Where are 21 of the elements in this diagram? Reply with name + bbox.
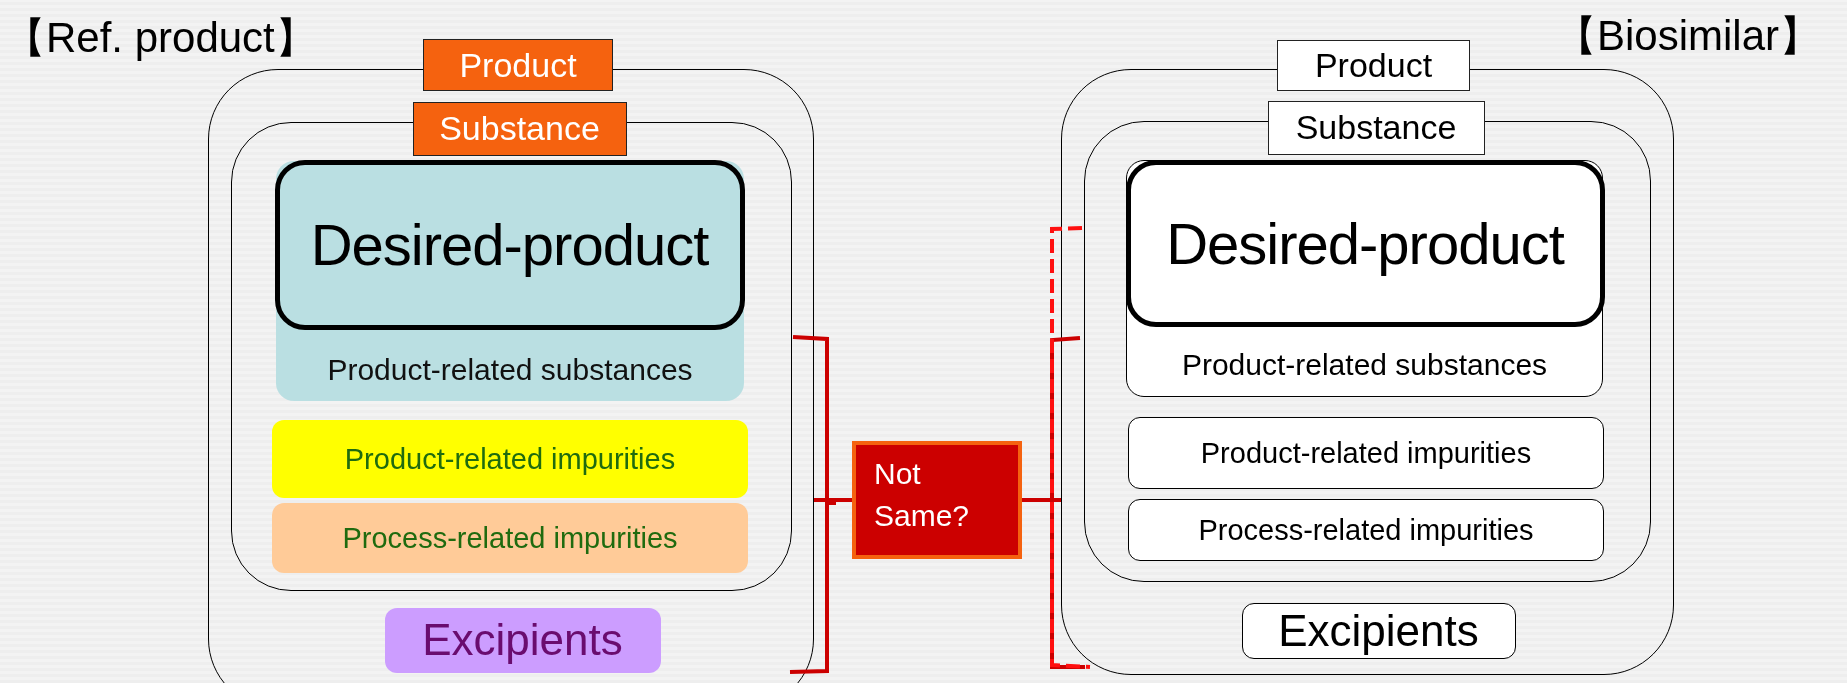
callout-box: Not Same? [852, 441, 1022, 559]
rounded-box: Excipients [1241, 602, 1516, 659]
rounded-box: Process-related impurities [1128, 499, 1604, 561]
section-title: 【Biosimilar】 [1555, 11, 1822, 61]
section-title: 【Ref. product】 [4, 13, 317, 63]
frame-title: Substance [1267, 100, 1485, 155]
frame-title: Substance [412, 101, 627, 156]
rounded-box: Desired-product [1125, 159, 1605, 327]
frame-title: Product [423, 39, 613, 91]
connector-line [814, 498, 852, 502]
frame-title: Product [1277, 40, 1470, 91]
rounded-band [1126, 160, 1603, 397]
rounded-box: Process-related impurities [272, 503, 748, 573]
rounded-band [276, 161, 744, 401]
rounded-box: Excipients [384, 607, 661, 673]
connector-line [1022, 498, 1061, 502]
rounded-box: Product-related impurities [1128, 417, 1604, 489]
rounded-box: Product-related impurities [272, 420, 748, 498]
rounded-box: Desired-product [274, 159, 745, 330]
band-label: Product-related substances [1181, 348, 1548, 382]
band-label: Product-related substances [327, 353, 693, 387]
